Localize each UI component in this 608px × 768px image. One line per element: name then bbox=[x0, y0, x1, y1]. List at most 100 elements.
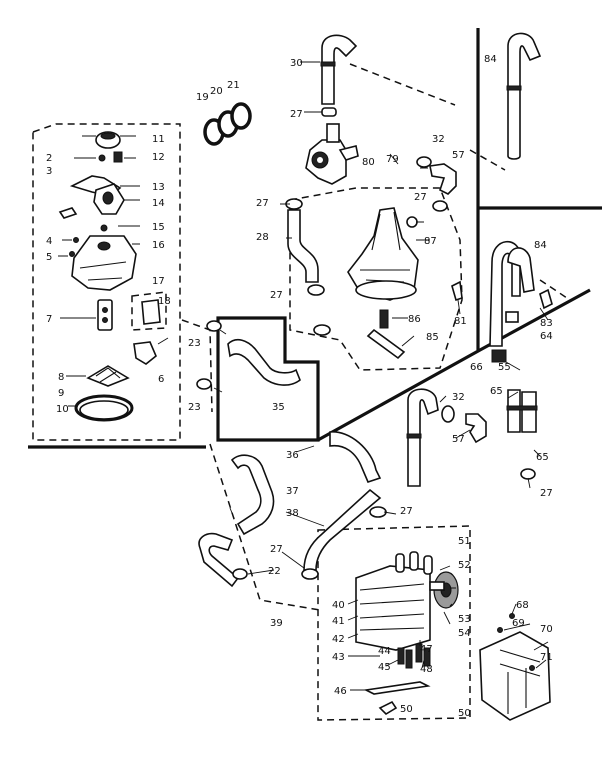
diagonal-divider-line bbox=[317, 288, 591, 442]
valve-80-port-inner bbox=[317, 157, 323, 163]
label-7: 7 bbox=[46, 314, 52, 325]
label-27-b: 27 bbox=[540, 488, 553, 499]
label-54: 54 bbox=[458, 628, 471, 639]
label-30: 30 bbox=[290, 58, 303, 69]
label-21: 21 bbox=[227, 80, 240, 91]
valve-65-band bbox=[506, 405, 538, 411]
clamp-27-38-bottom bbox=[301, 568, 319, 580]
label-70: 70 bbox=[540, 624, 553, 635]
hose-30 bbox=[321, 34, 358, 105]
seal-7 bbox=[97, 299, 113, 331]
hose-36-long bbox=[407, 388, 439, 487]
bracket-70-inner bbox=[499, 649, 541, 714]
housing-16-port bbox=[97, 241, 111, 251]
spring-44 bbox=[397, 647, 405, 665]
elbow-57-upper bbox=[429, 163, 457, 195]
bracket-70 bbox=[479, 631, 551, 721]
pump-body-40 bbox=[355, 565, 431, 651]
plate-46 bbox=[363, 681, 431, 695]
label-57-a: 57 bbox=[452, 150, 465, 161]
label-22: 22 bbox=[268, 566, 281, 577]
housing-16-detail bbox=[79, 261, 127, 281]
label-8: 8 bbox=[58, 372, 64, 383]
spring-45 bbox=[405, 649, 413, 669]
screw-4 bbox=[73, 237, 79, 243]
label-83: 83 bbox=[540, 318, 553, 329]
screw-5 bbox=[69, 251, 75, 257]
post-51-c bbox=[423, 555, 433, 575]
lower-pump-dashed-box bbox=[317, 525, 471, 721]
hose-84-lower-2 bbox=[507, 247, 535, 293]
label-71: 71 bbox=[540, 652, 553, 663]
label-28: 28 bbox=[256, 232, 269, 243]
post-51-b bbox=[409, 551, 419, 571]
label-65-b: 65 bbox=[536, 452, 549, 463]
label-20: 20 bbox=[210, 86, 223, 97]
label-16: 16 bbox=[152, 240, 165, 251]
label-47: 47 bbox=[420, 644, 433, 655]
hose-28 bbox=[287, 209, 319, 283]
valve-65-right bbox=[521, 391, 537, 433]
label-50-a: 50 bbox=[400, 704, 413, 715]
label-27-f: 27 bbox=[400, 506, 413, 517]
clamp-27-mid bbox=[313, 324, 331, 336]
label-27-d: 27 bbox=[270, 290, 283, 301]
clamp-27-28-bottom bbox=[307, 284, 325, 296]
hose-38 bbox=[303, 488, 382, 571]
label-42: 42 bbox=[332, 634, 345, 645]
label-48: 48 bbox=[420, 664, 433, 675]
label-2: 2 bbox=[46, 153, 52, 164]
label-27-g: 27 bbox=[270, 544, 283, 555]
label-35: 35 bbox=[272, 402, 285, 413]
seal-7-dot-2 bbox=[102, 317, 108, 323]
clamp-23-upper bbox=[206, 320, 222, 332]
label-19: 19 bbox=[196, 92, 209, 103]
leader-dashed-3 bbox=[539, 279, 571, 301]
clamp-27-right-bottom bbox=[520, 468, 536, 480]
label-5: 5 bbox=[46, 252, 52, 263]
housing-16 bbox=[71, 235, 137, 291]
hose-36-band bbox=[406, 433, 422, 439]
label-15: 15 bbox=[152, 222, 165, 233]
label-46: 46 bbox=[334, 686, 347, 697]
pump-body-40-detail bbox=[359, 583, 425, 631]
label-23-b: 23 bbox=[188, 402, 201, 413]
pin-14 bbox=[58, 207, 78, 219]
label-86: 86 bbox=[408, 314, 421, 325]
valve-body-79 bbox=[347, 207, 419, 301]
clip-18 bbox=[141, 299, 161, 325]
ring-21 bbox=[230, 102, 252, 130]
clamp-23-lower bbox=[196, 378, 212, 390]
valve-80-spout bbox=[338, 145, 359, 161]
clip-50 bbox=[378, 700, 398, 716]
crank-13-shade bbox=[102, 191, 114, 205]
label-41: 41 bbox=[332, 616, 345, 627]
label-52: 52 bbox=[458, 560, 471, 571]
impeller-6 bbox=[133, 341, 157, 365]
label-13: 13 bbox=[152, 182, 165, 193]
label-32-b: 32 bbox=[452, 392, 465, 403]
label-40: 40 bbox=[332, 600, 345, 611]
label-87: 87 bbox=[424, 236, 437, 247]
fitting-83 bbox=[539, 288, 553, 310]
shaft-53 bbox=[429, 581, 445, 591]
spring-47 bbox=[415, 643, 423, 663]
part-87 bbox=[406, 216, 418, 228]
washer-15 bbox=[100, 224, 108, 232]
label-44: 44 bbox=[378, 646, 391, 657]
hose-37 bbox=[230, 454, 275, 536]
post-51-a bbox=[395, 553, 405, 573]
hose-30-band bbox=[320, 61, 336, 67]
hose-84-upper bbox=[507, 32, 542, 160]
pin-81 bbox=[451, 280, 463, 302]
label-27-a: 27 bbox=[290, 109, 303, 120]
clamp-32-lower bbox=[441, 405, 455, 423]
label-84-b: 84 bbox=[534, 240, 547, 251]
label-84-a: 84 bbox=[484, 54, 497, 65]
label-10: 10 bbox=[56, 404, 69, 415]
rod-85 bbox=[366, 328, 406, 360]
label-3: 3 bbox=[46, 166, 52, 177]
impeller-8 bbox=[86, 365, 130, 387]
bushing-12 bbox=[113, 151, 123, 163]
